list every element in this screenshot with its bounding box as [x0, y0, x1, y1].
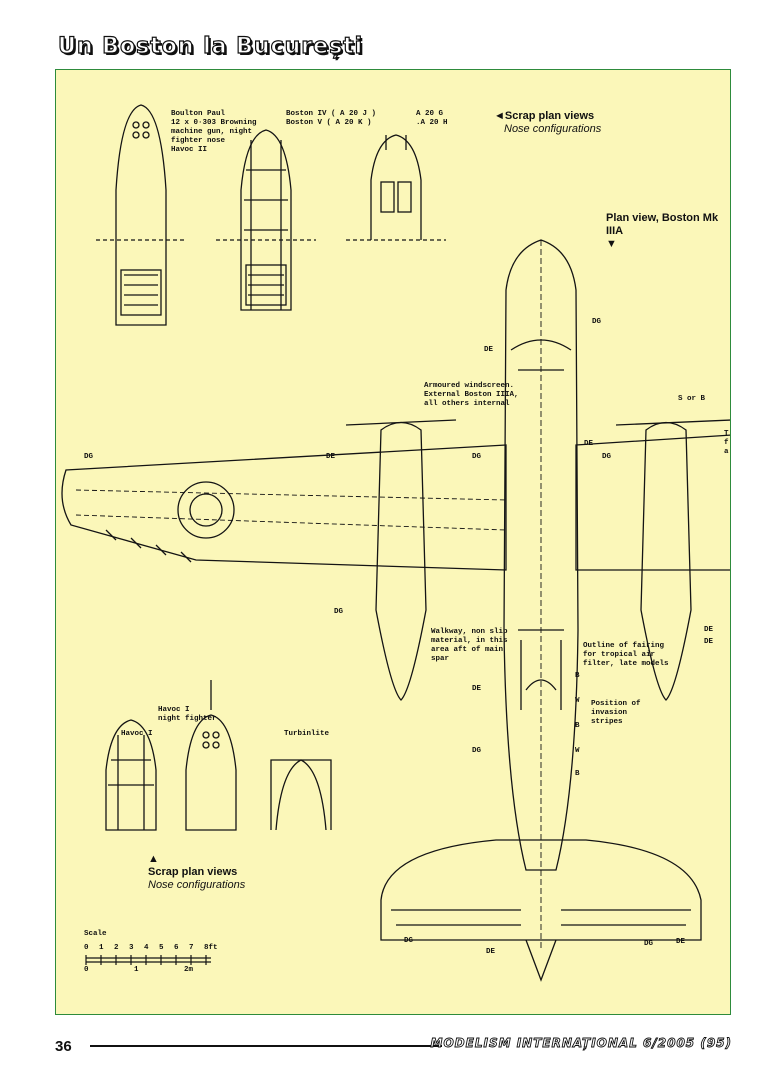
label-a20gh: A 20 G .A 20 H [416, 110, 448, 127]
material-tag: DE [584, 440, 594, 448]
label-turbinlite: Turbinlite [284, 730, 330, 738]
scale-m-0: 0 [84, 966, 89, 974]
nose-boston-iv-v [216, 129, 316, 311]
scrap-top-title: ◄Scrap plan views [494, 110, 595, 122]
stripe-letter: W [575, 747, 580, 755]
scale-ft-4: 4 [144, 944, 149, 952]
plan-caption: Plan view, Boston Mk IIIA ▼ [606, 212, 730, 251]
scale-m-2: 2m [184, 966, 194, 974]
aircraft-drawing: Boulton Paul 12 x 0·303 Browning machine… [55, 69, 731, 1015]
line-drawing [61, 104, 730, 982]
label-boulton-paul: Boulton Paul 12 x 0·303 Browning machine… [171, 110, 257, 154]
fuselage [503, 239, 579, 950]
callout-fairing: Outline of fairing for tropical air filt… [583, 642, 669, 668]
nose-a20gh [346, 134, 446, 241]
material-tag: DE [486, 948, 496, 956]
scale-ft-0: 0 [84, 944, 89, 952]
magazine-issue: MODELISM INTERNAȚIONAL 6/2005 (95) [430, 1036, 732, 1051]
material-tag: DG [472, 453, 482, 461]
material-tag: DG [644, 940, 654, 948]
scrap-top-sub: Nose configurations [504, 123, 602, 135]
scale-label: Scale [84, 930, 107, 938]
page-number: 36 [55, 1038, 72, 1055]
nose-boulton-paul [96, 104, 186, 326]
material-tag: DE [472, 685, 482, 693]
callout-walkway: Walkway, non slip material, in this area… [431, 628, 508, 663]
scrap-caption-bottom: ▲ Scrap plan views Nose configurations [148, 853, 245, 892]
scale-bar [85, 955, 211, 965]
nose-havoc-i-nf [185, 680, 237, 831]
scrap-bottom-arrow: ▲ [148, 853, 159, 865]
material-tag: DG [592, 318, 602, 326]
material-tag: DE [704, 626, 714, 634]
stripe-letter: B [575, 722, 580, 730]
material-tag: DE [676, 938, 686, 946]
material-tag: DG [404, 937, 414, 945]
callout-invasion: Position of invasion stripes [591, 700, 641, 726]
page-title: Un Boston la București [57, 33, 364, 59]
scale-ft-5: 5 [159, 944, 164, 952]
wings [61, 434, 730, 571]
scale-ft-7: 7 [189, 944, 194, 952]
plan-arrow: ▼ [606, 238, 617, 250]
scrap-bottom-sub: Nose configurations [148, 879, 246, 891]
scale-ft-6: 6 [174, 944, 179, 952]
material-tag: DG [602, 453, 612, 461]
scale-ft-3: 3 [129, 944, 134, 952]
footer-rule [90, 1045, 442, 1047]
material-tag: DE [484, 346, 494, 354]
material-tag: DE [326, 453, 336, 461]
plan-title: Plan view, Boston Mk IIIA [606, 212, 719, 237]
material-tag: DE [704, 638, 714, 646]
scale-m-1: 1 [134, 966, 139, 974]
callout-tf: T f a [724, 430, 729, 456]
engine-nacelles [345, 419, 730, 701]
stripe-letter: B [575, 770, 580, 778]
material-tag: DG [334, 608, 344, 616]
nose-havoc-i [105, 719, 157, 831]
callout-s-or-b: S or B [678, 395, 706, 403]
callout-windscreen: Armoured windscreen. External Boston III… [424, 382, 519, 408]
nose-turbinlite [270, 759, 332, 831]
scrap-caption-top: ◄Scrap plan views Nose configurations [494, 110, 601, 136]
stripe-letter: W [575, 697, 580, 705]
tailplane [380, 839, 702, 982]
material-tag: DG [84, 453, 94, 461]
label-havoc-i: Havoc I [121, 730, 153, 738]
scale-ft-8: 8ft [204, 944, 218, 952]
scrap-bottom-title: Scrap plan views [148, 866, 238, 878]
label-havoc-i-nf: Havoc I night fighter [158, 706, 217, 723]
label-boston-iv-v: Boston IV ( A 20 J ) Boston V ( A 20 K ) [286, 110, 377, 127]
stripe-letter: B [575, 672, 580, 680]
scale-ft-2: 2 [114, 944, 119, 952]
material-tag: DG [472, 747, 482, 755]
scale-ft-1: 1 [99, 944, 104, 952]
